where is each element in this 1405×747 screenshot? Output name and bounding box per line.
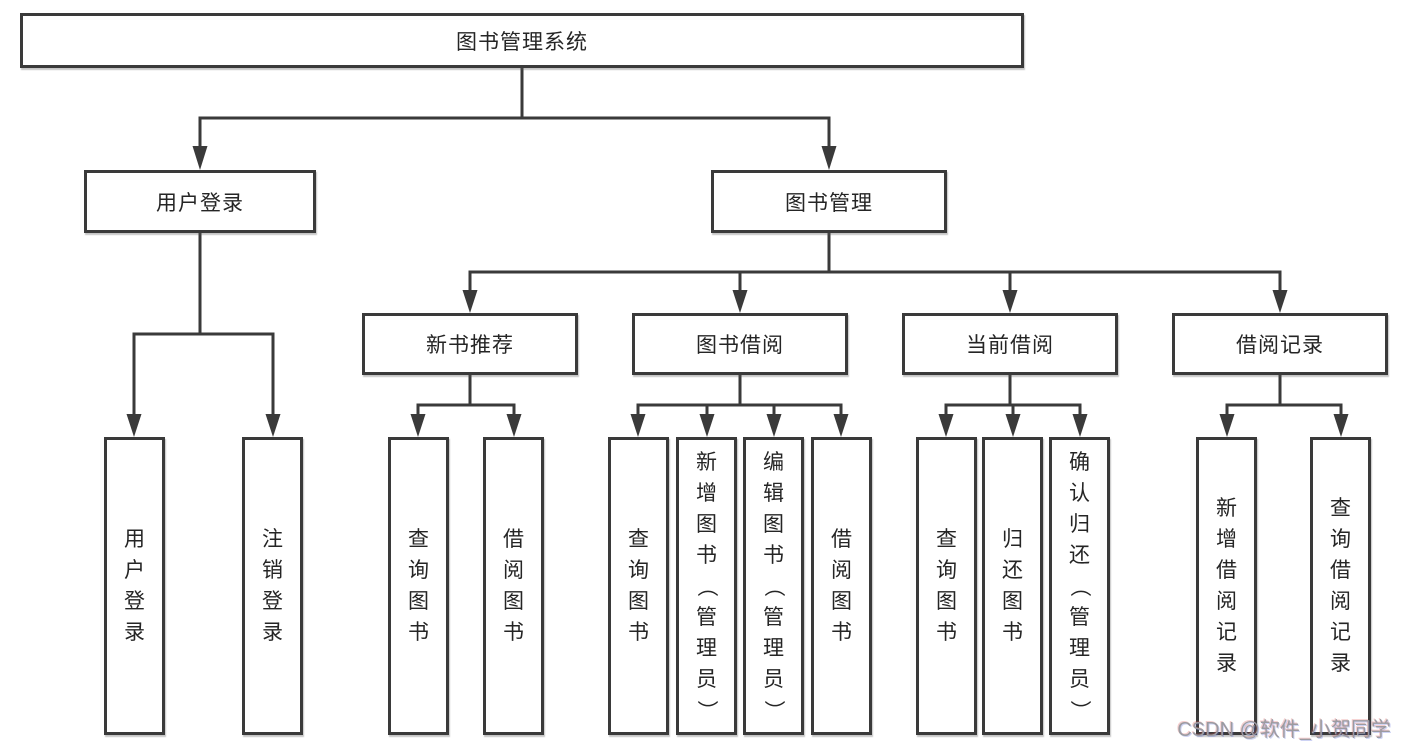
csdn-watermark: CSDN @软件_小贺同学 xyxy=(1177,719,1391,741)
leaf-confirm-return-admin-label: 确认归还（管理员） xyxy=(1068,450,1091,721)
node-current-borrow-label: 当前借阅 xyxy=(966,334,1054,357)
leaf-user-login-label: 用户登录 xyxy=(124,528,145,644)
connectors-borrow-records-branch xyxy=(1219,373,1349,437)
leaf-query-book-current-label: 查询图书 xyxy=(936,528,957,644)
node-borrow-records: 借阅记录 xyxy=(1172,313,1388,375)
connectors-current-borrow-branch xyxy=(938,373,1088,437)
connectors-new-book-recommend-branch xyxy=(410,373,522,437)
leaf-query-book-recommend: 查询图书 xyxy=(388,437,449,735)
node-book-management: 图书管理 xyxy=(711,170,947,233)
leaf-query-book-borrow: 查询图书 xyxy=(608,437,669,735)
leaf-add-book-admin-label: 新增图书（管理员） xyxy=(695,450,718,721)
node-book-borrow-label: 图书借阅 xyxy=(696,334,784,357)
node-borrow-records-label: 借阅记录 xyxy=(1236,334,1324,357)
connectors-book-management-branch xyxy=(462,231,1288,313)
leaf-return-book-label: 归还图书 xyxy=(1002,528,1023,644)
leaf-confirm-return-admin: 确认归还（管理员） xyxy=(1049,437,1110,735)
leaf-add-borrow-record-label: 新增借阅记录 xyxy=(1216,497,1237,675)
leaf-query-borrow-record: 查询借阅记录 xyxy=(1310,437,1371,735)
leaf-borrow-book-label: 借阅图书 xyxy=(831,528,852,644)
connectors-root-to-level2 xyxy=(192,66,837,170)
connectors-book-borrow-branch xyxy=(630,373,849,437)
leaf-query-book-borrow-label: 查询图书 xyxy=(628,528,649,644)
leaf-query-borrow-record-label: 查询借阅记录 xyxy=(1330,497,1351,675)
node-book-borrow: 图书借阅 xyxy=(632,313,848,375)
leaf-logout: 注销登录 xyxy=(242,437,303,735)
node-library-system: 图书管理系统 xyxy=(20,13,1024,68)
node-current-borrow: 当前借阅 xyxy=(902,313,1118,375)
leaf-return-book: 归还图书 xyxy=(982,437,1043,735)
leaf-user-login: 用户登录 xyxy=(104,437,165,735)
leaf-add-book-admin: 新增图书（管理员） xyxy=(676,437,737,735)
connectors-user-login-branch xyxy=(126,231,281,437)
leaf-query-book-recommend-label: 查询图书 xyxy=(408,528,429,644)
leaf-edit-book-admin: 编辑图书（管理员） xyxy=(743,437,804,735)
node-user-login-label: 用户登录 xyxy=(156,191,244,215)
node-new-book-recommend-label: 新书推荐 xyxy=(426,334,514,357)
node-library-system-label: 图书管理系统 xyxy=(456,30,588,54)
leaf-logout-label: 注销登录 xyxy=(262,528,283,644)
leaf-add-borrow-record: 新增借阅记录 xyxy=(1196,437,1257,735)
leaf-query-book-current: 查询图书 xyxy=(916,437,977,735)
leaf-borrow-book-recommend-label: 借阅图书 xyxy=(503,528,524,644)
leaf-borrow-book-recommend: 借阅图书 xyxy=(483,437,544,735)
node-book-management-label: 图书管理 xyxy=(785,191,873,215)
leaf-edit-book-admin-label: 编辑图书（管理员） xyxy=(762,450,785,721)
node-user-login: 用户登录 xyxy=(84,170,316,233)
node-new-book-recommend: 新书推荐 xyxy=(362,313,578,375)
leaf-borrow-book: 借阅图书 xyxy=(811,437,872,735)
